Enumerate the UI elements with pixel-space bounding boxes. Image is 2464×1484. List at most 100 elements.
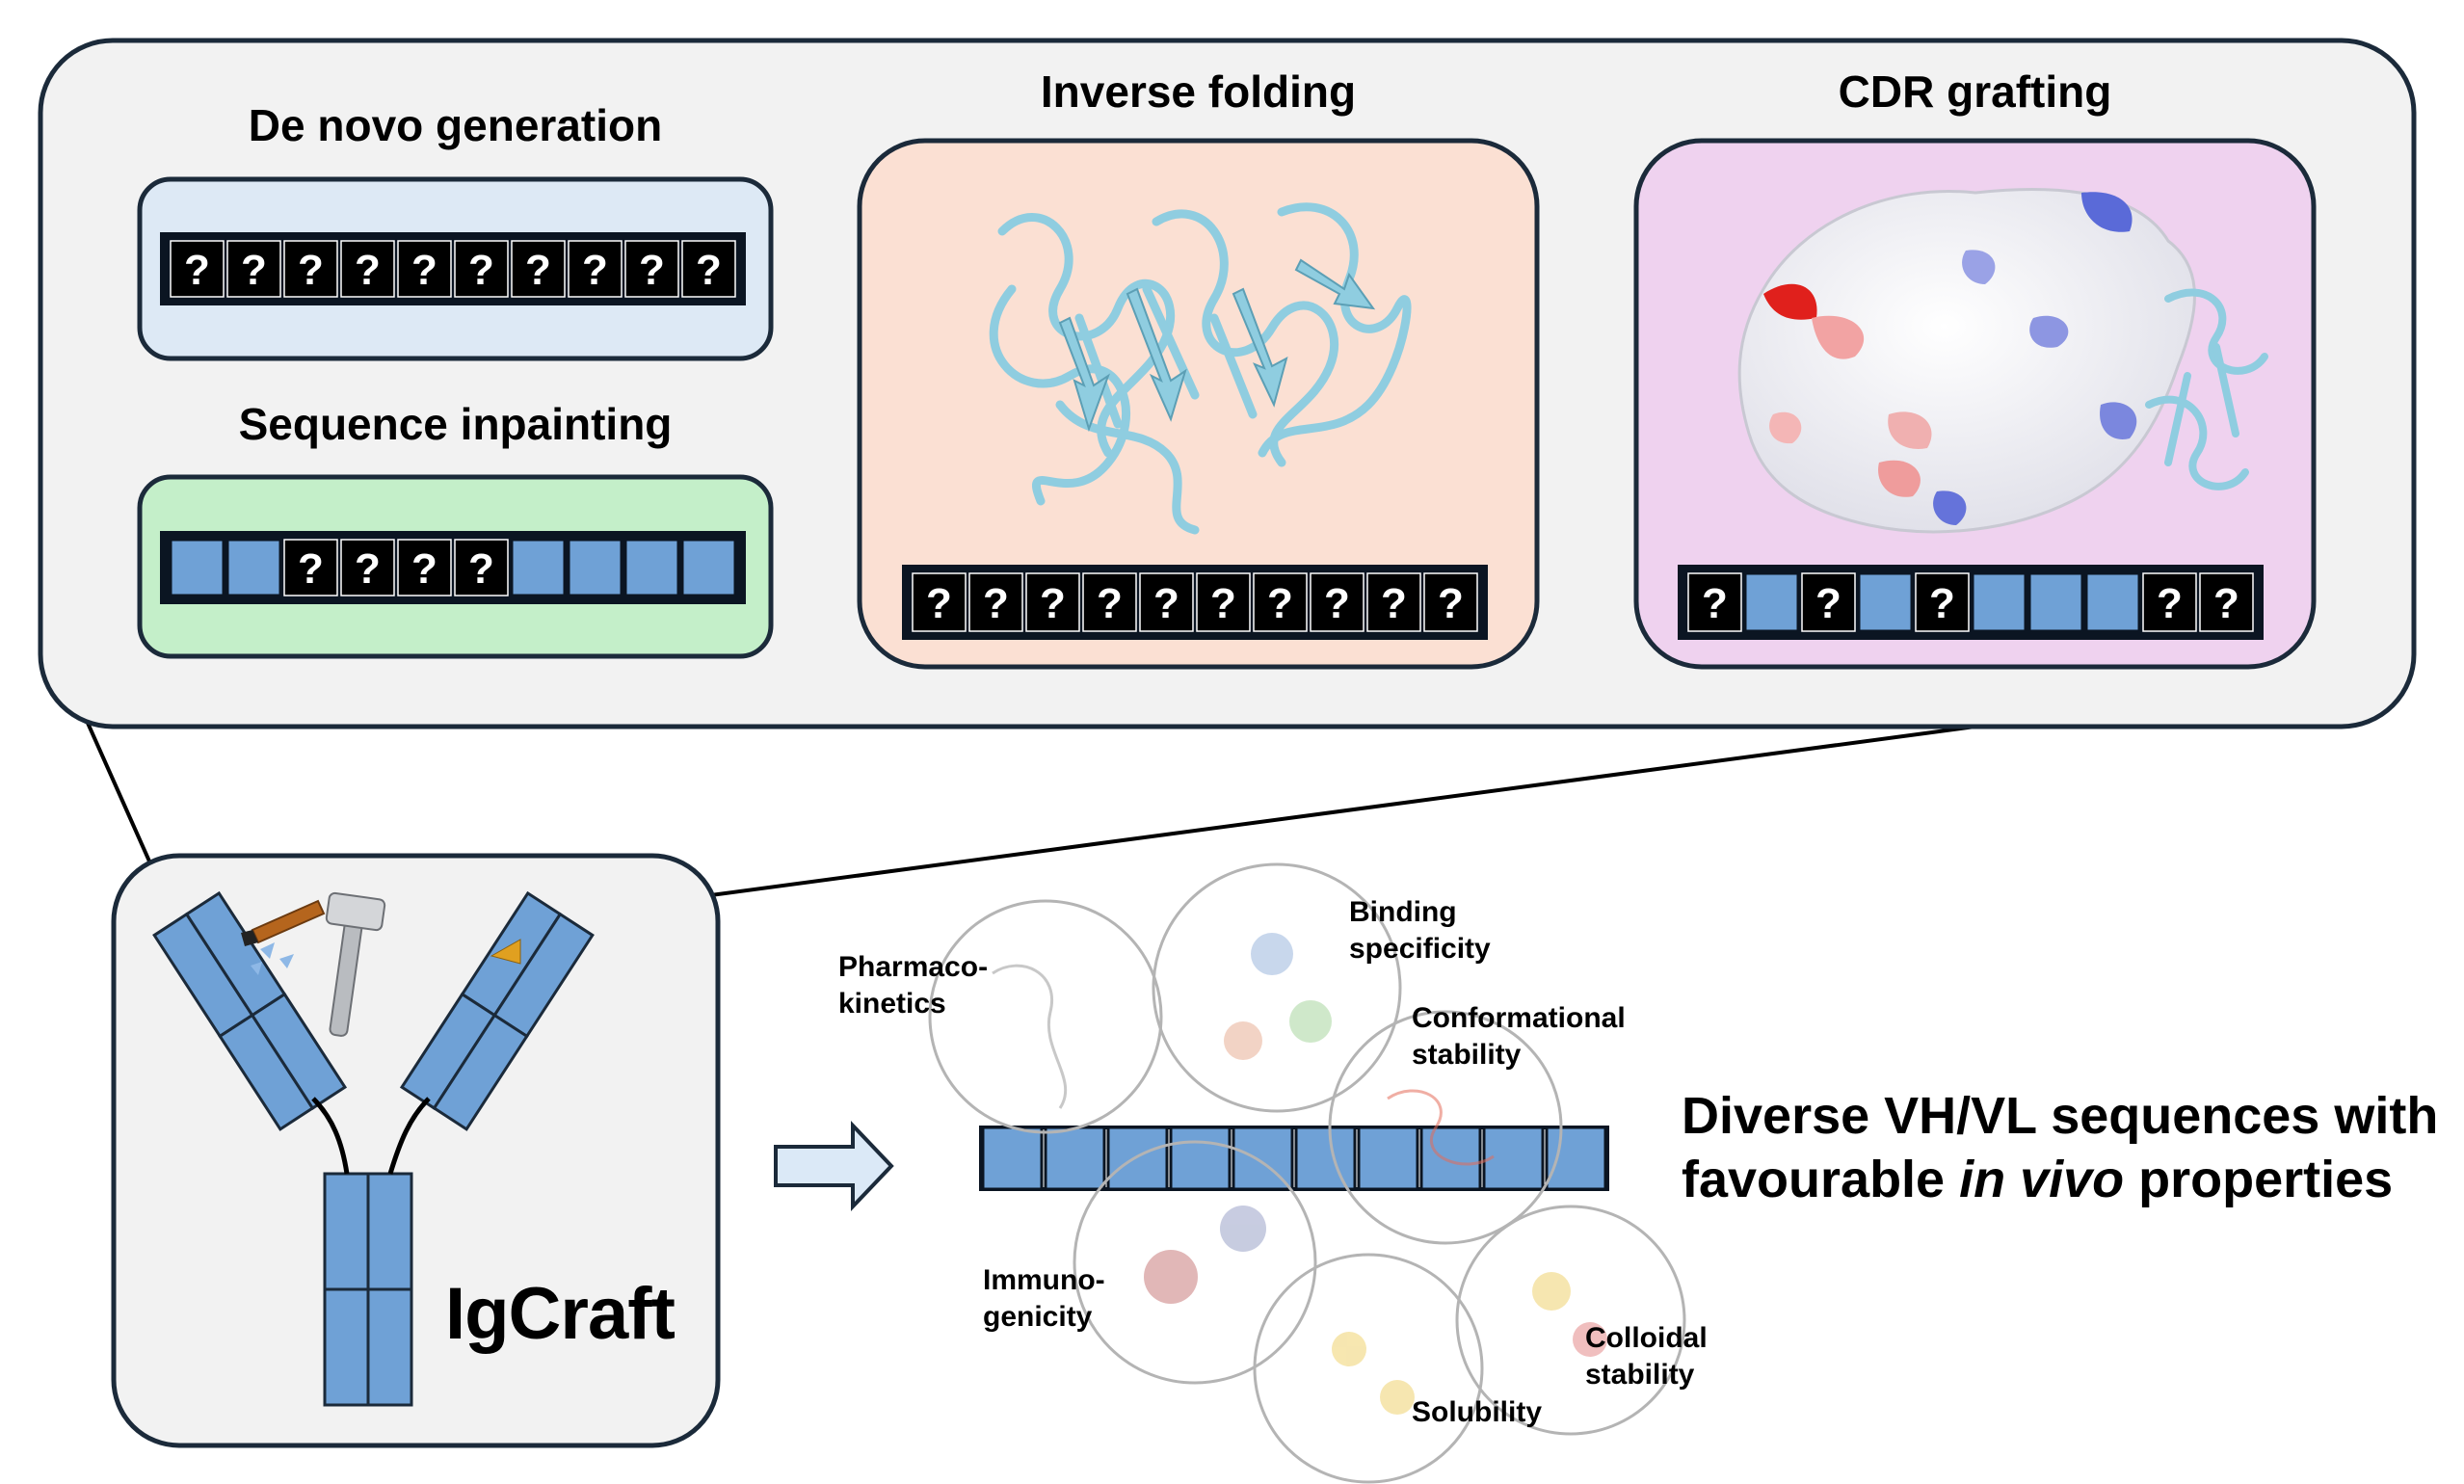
result-headline: Diverse VH/VL sequences with favourable … — [1682, 1084, 2438, 1211]
token-mark: ? — [1702, 580, 1728, 627]
masked-token — [624, 240, 679, 298]
masked-token — [1310, 572, 1364, 632]
token-mark: ? — [1097, 580, 1123, 627]
token-mark: ? — [1210, 580, 1236, 627]
inpainting-title: Sequence inpainting — [238, 399, 673, 449]
sequence-output — [979, 1126, 1609, 1191]
masked-token — [397, 539, 452, 596]
masked-token — [912, 572, 967, 632]
token-mark: ? — [241, 247, 267, 294]
token-mark: ? — [468, 545, 494, 593]
known-token — [1419, 1126, 1482, 1191]
token-mark: ? — [2213, 580, 2239, 627]
headline-line-2-italic: in vivo — [1959, 1151, 2125, 1208]
masked-token — [1082, 572, 1137, 632]
masked-token — [397, 240, 452, 298]
inverse-folding-box — [857, 138, 1540, 670]
masked-token — [681, 240, 736, 298]
token-mark: ? — [926, 580, 952, 627]
masked-token — [1915, 572, 1970, 632]
masked-token — [340, 539, 395, 596]
token-mark: ? — [983, 580, 1009, 627]
known-token — [1743, 571, 1800, 633]
known-token — [1357, 1126, 1419, 1191]
hammer-icon — [325, 891, 386, 1037]
known-token — [2027, 571, 2084, 633]
token-mark: ? — [1381, 580, 1407, 627]
known-token — [1044, 1126, 1106, 1191]
bubble-illustrations — [992, 933, 1607, 1415]
known-token — [1294, 1126, 1357, 1191]
token-mark: ? — [411, 545, 437, 593]
headline-line-1: Diverse VH/VL sequences with — [1682, 1087, 2439, 1145]
token-mark: ? — [1153, 580, 1179, 627]
known-token — [1482, 1126, 1545, 1191]
cdr-grafting-title: CDR grafting — [1838, 66, 2112, 117]
token-mark: ? — [1929, 580, 1955, 627]
masked-token — [1196, 572, 1251, 632]
protein-ribbon-strands — [1058, 258, 1376, 433]
known-token — [225, 538, 282, 597]
known-token — [1106, 1126, 1169, 1191]
token-mark: ? — [355, 247, 381, 294]
property-pharmacokinetics: Pharmaco- kinetics — [838, 951, 989, 1020]
token-mark: ? — [1267, 580, 1293, 627]
token-mark: ? — [1438, 580, 1464, 627]
masked-token — [283, 240, 338, 298]
token-sequences: ????????????????????????????? — [160, 232, 2264, 1191]
masked-token — [170, 240, 225, 298]
known-token — [1971, 571, 2027, 633]
antibody-icon — [152, 890, 595, 1407]
token-mark: ? — [639, 247, 665, 294]
known-token — [1857, 571, 1914, 633]
token-mark: ? — [184, 247, 210, 294]
property-immunogenicity: Immuno- genicity — [983, 1264, 1105, 1333]
property-binding-specificity: Binding specificity — [1349, 896, 1491, 965]
masked-token — [1801, 572, 1856, 632]
igcraft-label: IgCraft — [445, 1273, 676, 1355]
headline-line-2-start: favourable — [1682, 1151, 1960, 1208]
token-mark: ? — [355, 545, 381, 593]
property-bubbles — [928, 862, 1686, 1484]
token-mark: ? — [298, 545, 324, 593]
known-token — [981, 1126, 1044, 1191]
token-mark: ? — [298, 247, 324, 294]
inverse-folding-title: Inverse folding — [1040, 66, 1357, 117]
known-token — [510, 538, 567, 597]
headline-line-2: favourable in vivo properties — [1682, 1148, 2438, 1211]
masked-token — [2199, 572, 2254, 632]
token-mark: ? — [2157, 580, 2183, 627]
zoom-line-left — [77, 702, 156, 873]
masked-token — [1687, 572, 1742, 632]
masked-token — [568, 240, 623, 298]
token-mark: ? — [582, 247, 608, 294]
zoom-line-right — [702, 721, 2005, 898]
known-token — [169, 538, 225, 597]
tip-icon — [490, 939, 521, 965]
token-mark: ? — [1324, 580, 1350, 627]
masked-token — [1423, 572, 1478, 632]
property-colloidal-stability: Colloidal stability — [1585, 1322, 1708, 1391]
known-token — [567, 538, 623, 597]
masked-token — [1025, 572, 1080, 632]
masked-token — [226, 240, 281, 298]
known-token — [1169, 1126, 1232, 1191]
token-mark: ? — [411, 247, 437, 294]
process-arrow — [774, 1121, 894, 1211]
property-conformational-stability: Conformational stability — [1412, 1002, 1626, 1071]
chisel-icon — [241, 899, 326, 946]
masked-token — [511, 240, 566, 298]
token-mark: ? — [525, 247, 551, 294]
masked-token — [2142, 572, 2197, 632]
antibody-hinge — [311, 1097, 431, 1175]
headline-line-2-end: properties — [2124, 1151, 2394, 1208]
token-mark: ? — [1040, 580, 1066, 627]
property-solubility: Solubility — [1412, 1396, 1542, 1428]
masked-token — [968, 572, 1023, 632]
token-mark: ? — [696, 247, 722, 294]
masked-token — [1366, 572, 1421, 632]
known-token — [1545, 1126, 1607, 1191]
masked-token — [283, 539, 338, 596]
de-novo-title: De novo generation — [248, 100, 663, 150]
